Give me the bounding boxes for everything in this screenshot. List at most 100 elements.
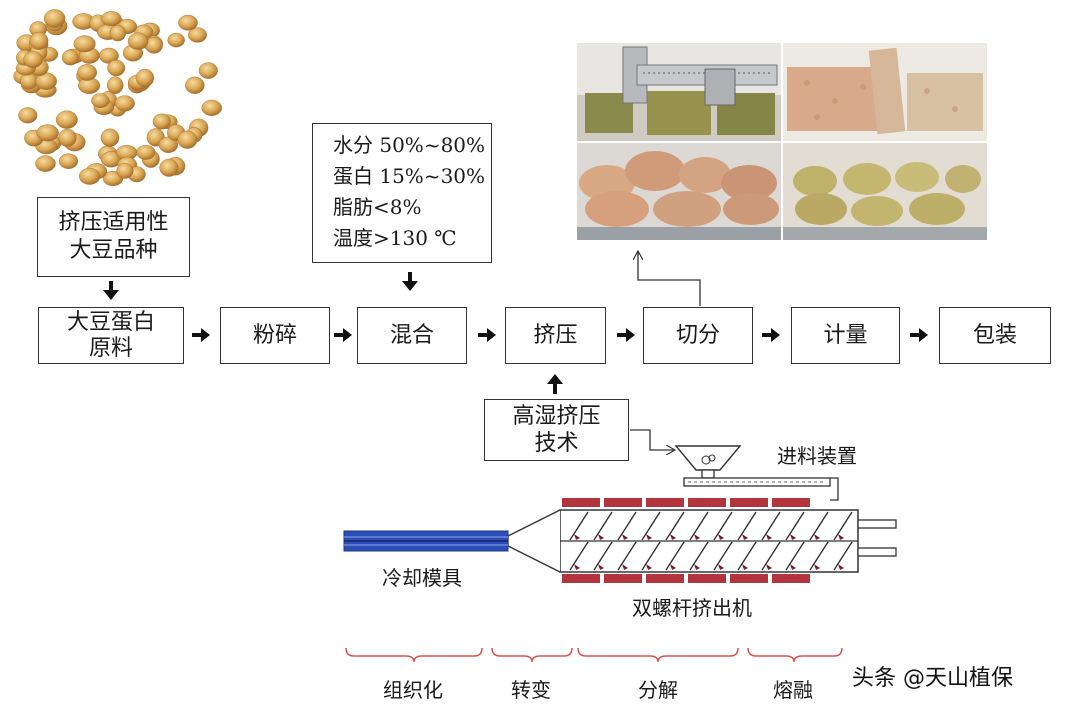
- screw-flight-shade: [670, 534, 676, 540]
- screw-flight-shade: [646, 534, 652, 540]
- soybean: [58, 153, 79, 169]
- soybean: [185, 76, 205, 94]
- screw-flight-shade: [598, 534, 604, 540]
- step-grinding-label: 粉碎: [252, 322, 297, 348]
- screw-flight: [809, 511, 829, 541]
- stage-brackets: [345, 647, 843, 663]
- screw-flight: [713, 541, 733, 571]
- cooling-die-drawing: [343, 530, 509, 552]
- param-temperature: 温度>130 ℃: [333, 226, 457, 250]
- stage-transition: 转变: [511, 678, 551, 702]
- soybean: [159, 158, 179, 177]
- screw-flight: [713, 511, 733, 541]
- screw-flight: [641, 541, 661, 571]
- screw-flight-shade: [718, 564, 724, 570]
- bracket-texturization: [345, 647, 483, 663]
- step-metering: 计量: [791, 307, 900, 364]
- screw-flight-shade: [838, 564, 844, 570]
- screw-flight-shade: [790, 534, 796, 540]
- heater-bands-bottom: [562, 574, 810, 583]
- connector-technique-to-feeder: [630, 429, 674, 450]
- screw-flight: [593, 511, 613, 541]
- soybean: [152, 113, 171, 130]
- step-mixing: 混合: [357, 307, 467, 364]
- screw-flight-shade: [742, 564, 748, 570]
- soybean: [78, 167, 101, 185]
- arrow-technique-to-extrusion: [547, 374, 563, 394]
- step-soy-protein-raw-material: 大豆蛋白 原料: [38, 307, 184, 364]
- screw-flight-shade: [670, 564, 676, 570]
- screw-flight-shade: [766, 534, 772, 540]
- screw-flight-shade: [742, 534, 748, 540]
- soybean: [135, 68, 154, 88]
- suitable-soybean-variety-box: 挤压适用性 大豆品种: [37, 197, 190, 277]
- param-fat: 脂肪<8%: [333, 195, 422, 219]
- soybean: [77, 64, 98, 81]
- soybean: [106, 76, 124, 94]
- bracket-decomposition: [577, 647, 739, 663]
- screw-flight-shade: [622, 564, 628, 570]
- screw-flight: [641, 511, 661, 541]
- screw-flight: [737, 511, 757, 541]
- arrow-extrusion-to-cutting: [617, 328, 635, 342]
- soybean: [91, 93, 110, 108]
- screw-flight-shade: [694, 534, 700, 540]
- soybean: [107, 59, 126, 77]
- bracket-melting: [747, 647, 843, 663]
- arrow-metering-to-packaging: [910, 328, 928, 342]
- screw-flight: [569, 541, 589, 571]
- step-1-line-2: 原料: [88, 335, 133, 361]
- screw-flight-shade: [622, 534, 628, 540]
- step-cutting: 切分: [643, 307, 753, 364]
- extruder-label: 双螺杆挤出机: [632, 596, 752, 620]
- heater-bands-top: [562, 498, 810, 507]
- soybean: [43, 9, 66, 28]
- screw-flight: [785, 511, 805, 541]
- soybean: [55, 110, 78, 129]
- step-metering-label: 计量: [823, 322, 868, 348]
- screw-flight-shade: [814, 564, 820, 570]
- soybean: [100, 128, 120, 147]
- feeder-label: 进料装置: [777, 444, 857, 468]
- soybean: [116, 162, 134, 179]
- screw-flight-shade: [598, 564, 604, 570]
- soybean: [177, 130, 198, 149]
- source-line-2: 大豆品种: [69, 238, 158, 263]
- cooling-die-label: 冷却模具: [382, 566, 462, 590]
- screw-flight-shade: [814, 534, 820, 540]
- param-moisture: 水分 50%~80%: [333, 133, 486, 157]
- soybean: [61, 49, 79, 66]
- step-grinding: 粉碎: [220, 307, 330, 364]
- soybean: [167, 32, 185, 48]
- screw-flight: [761, 541, 781, 571]
- soybeans-photo: [12, 8, 227, 190]
- twin-screw-extruder-drawing: [343, 445, 897, 583]
- screw-flight: [617, 541, 637, 571]
- arrow-params-to-mixing: [402, 272, 418, 291]
- screw-flight: [809, 541, 829, 571]
- feeder-hopper-icon: [674, 445, 742, 479]
- param-protein: 蛋白 15%~30%: [333, 164, 486, 188]
- screw-flight-shade: [574, 534, 580, 540]
- technique-line-1: 高湿挤压: [512, 404, 601, 429]
- arrow-mixing-to-extrusion: [478, 328, 496, 342]
- arrow-grinding-to-mixing: [334, 328, 352, 342]
- stage-melting: 熔融: [773, 678, 813, 702]
- soybean: [101, 11, 122, 27]
- arrow-cutting-to-metering: [762, 328, 780, 342]
- high-moisture-extrusion-box: 高湿挤压 技术: [484, 399, 629, 461]
- soybean: [201, 99, 222, 116]
- screw-flight-shade: [574, 564, 580, 570]
- screw-flight: [569, 511, 589, 541]
- stage-texturization: 组织化: [383, 678, 443, 702]
- screw-flight-shade: [694, 564, 700, 570]
- screw-flight-shade: [766, 564, 772, 570]
- screw-flight-shade: [790, 564, 796, 570]
- step-cutting-label: 切分: [675, 322, 720, 348]
- step-packaging-label: 包装: [972, 322, 1017, 348]
- soybean: [35, 155, 56, 172]
- source-line-1: 挤压适用性: [58, 210, 169, 235]
- soybean: [178, 14, 198, 31]
